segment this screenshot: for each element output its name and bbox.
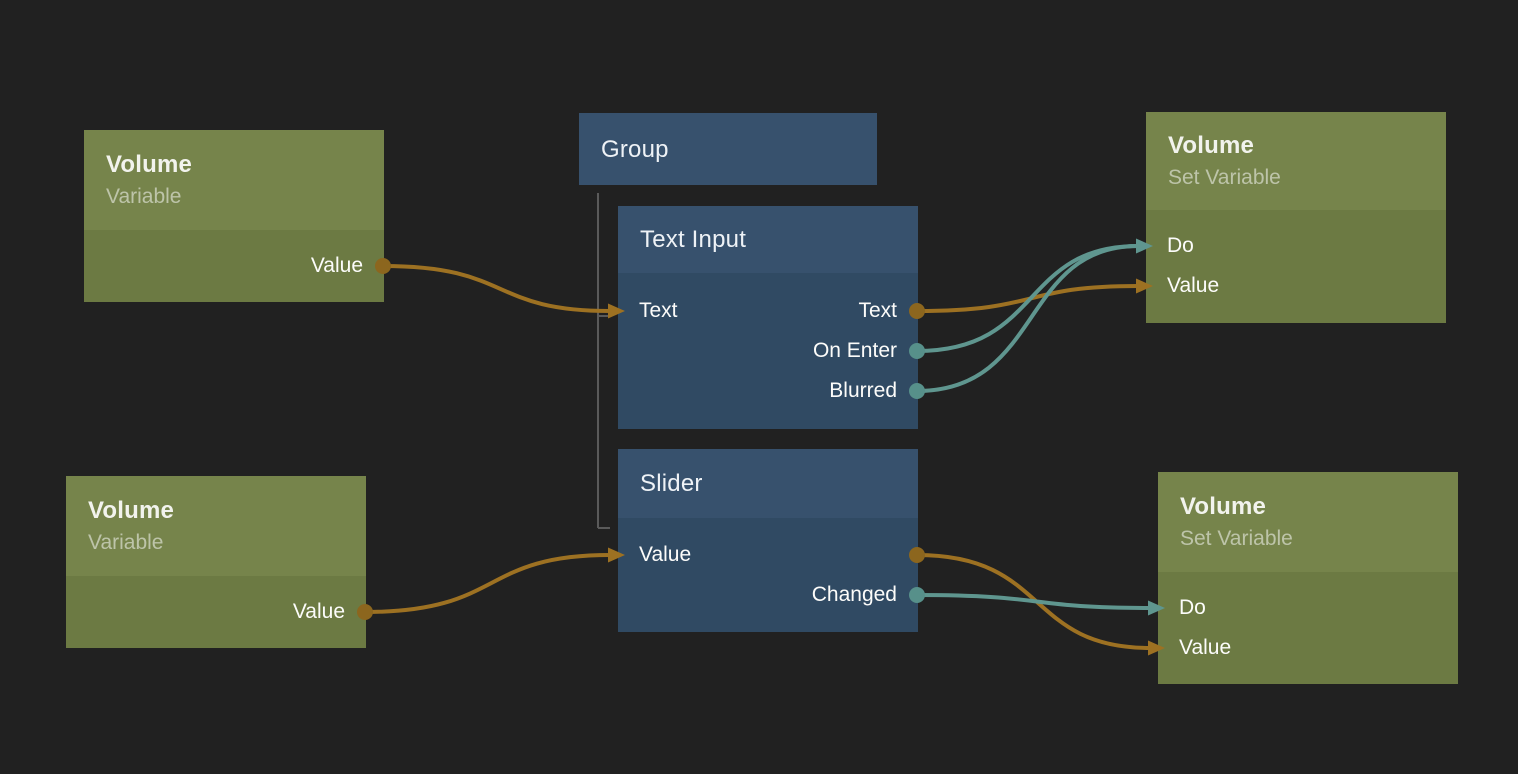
wire-var2.value-to-slider.value[interactable]: [364, 553, 611, 614]
node-title: Text Input: [640, 226, 747, 253]
node-title: Volume: [106, 151, 193, 178]
node-subtitle: Set Variable: [1180, 527, 1293, 550]
node-header[interactable]: Volume Variable: [84, 130, 384, 230]
output-port-on-enter[interactable]: On Enter: [618, 331, 918, 371]
node-subtitle: Set Variable: [1168, 166, 1281, 189]
input-port-do[interactable]: Do: [1146, 226, 1446, 266]
port-label: Do: [1167, 234, 1194, 257]
output-port-value[interactable]: Value: [84, 246, 384, 286]
node-title: Slider: [640, 470, 703, 497]
node-subtitle: Variable: [106, 185, 182, 208]
wire-arrowhead-icon: [1148, 640, 1165, 656]
wire-arrowhead-icon: [1136, 238, 1153, 254]
wire-arrowhead-icon: [1136, 278, 1153, 294]
node-header[interactable]: Volume Set Variable: [1158, 472, 1458, 572]
node-header[interactable]: Volume Variable: [66, 476, 366, 576]
node-header[interactable]: Text Input: [618, 206, 918, 273]
input-port-do[interactable]: Do: [1158, 588, 1458, 628]
node-body: Text Text On Enter Blurred: [618, 273, 918, 429]
output-port-value[interactable]: Value: [66, 592, 366, 632]
output-port-dot[interactable]: [909, 343, 925, 359]
port-row-value[interactable]: Value: [618, 535, 918, 575]
node-variable-volume-2[interactable]: Volume Variable Value: [66, 476, 366, 648]
output-port-dot[interactable]: [909, 303, 925, 319]
wire-arrowhead-icon: [608, 303, 625, 319]
node-variable-volume-1[interactable]: Volume Variable Value: [84, 130, 384, 302]
node-header[interactable]: Slider: [618, 449, 918, 518]
node-slider[interactable]: Slider Value Changed: [618, 449, 918, 632]
output-port-label: Text: [858, 299, 897, 322]
output-port-dot[interactable]: [375, 258, 391, 274]
port-label: Value: [310, 254, 363, 277]
input-port-label: Value: [639, 543, 692, 566]
node-subtitle: Variable: [88, 531, 164, 554]
node-body: Value Changed: [618, 518, 918, 632]
output-port-changed[interactable]: Changed: [618, 575, 918, 615]
node-body: Do Value: [1158, 572, 1458, 684]
wire-arrowhead-icon: [1148, 600, 1165, 616]
output-port-dot[interactable]: [357, 604, 373, 620]
output-port-blurred[interactable]: Blurred: [618, 371, 918, 411]
node-set-variable-volume-2[interactable]: Volume Set Variable Do Value: [1158, 472, 1458, 684]
port-label: Blurred: [829, 379, 897, 402]
port-label: Do: [1179, 596, 1206, 619]
output-port-dot[interactable]: [909, 547, 925, 563]
input-port-value[interactable]: Value: [1158, 628, 1458, 668]
port-label: Value: [292, 600, 345, 623]
wire-slider.changed-to-set2.do[interactable]: [916, 593, 1151, 610]
node-title: Volume: [1180, 493, 1267, 520]
node-title: Group: [601, 135, 669, 163]
node-text-input[interactable]: Text Input Text Text On Enter Blurred: [618, 206, 918, 429]
node-body: Value: [66, 576, 366, 648]
wire-textInput.text-to-set1.value[interactable]: [916, 284, 1139, 313]
port-label: On Enter: [812, 339, 897, 362]
node-set-variable-volume-1[interactable]: Volume Set Variable Do Value: [1146, 112, 1446, 323]
output-port-dot[interactable]: [909, 383, 925, 399]
port-label: Value: [1179, 636, 1232, 659]
port-label: Changed: [811, 583, 897, 606]
group-link-line: [597, 193, 610, 529]
node-header[interactable]: Volume Set Variable: [1146, 112, 1446, 210]
wire-var1.value-to-textInput.text[interactable]: [382, 264, 611, 313]
node-body: Value: [84, 230, 384, 302]
wire-textInput.blurred-to-set1.do[interactable]: [916, 244, 1139, 393]
node-title: Volume: [88, 497, 175, 524]
node-body: Do Value: [1146, 210, 1446, 323]
input-port-value[interactable]: Value: [1146, 266, 1446, 306]
node-header[interactable]: Group: [579, 113, 877, 185]
node-group[interactable]: Group: [579, 113, 877, 185]
output-port-dot[interactable]: [909, 587, 925, 603]
node-title: Volume: [1168, 132, 1255, 159]
port-label: Value: [1167, 274, 1220, 297]
wire-arrowhead-icon: [608, 547, 625, 563]
input-port-label: Text: [639, 299, 678, 322]
port-row-text[interactable]: Text Text: [618, 291, 918, 331]
